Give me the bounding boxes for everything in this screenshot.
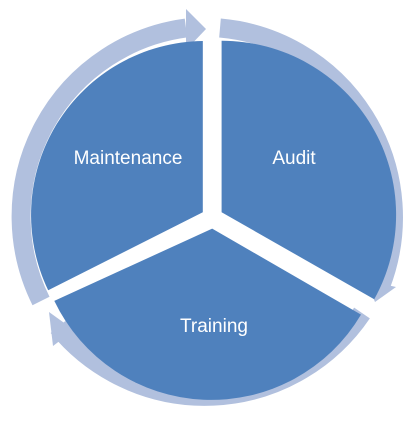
segment-label-training: Training xyxy=(180,316,248,337)
segment-label-audit: Audit xyxy=(272,148,316,169)
arrow-to-audit-icon xyxy=(186,9,206,50)
segment-label-maintenance: Maintenance xyxy=(74,148,183,169)
segment-maintenance xyxy=(31,41,203,291)
segment-audit xyxy=(221,40,397,300)
ring-arc-maintenance xyxy=(11,18,188,306)
arrow-to-maintenance-icon xyxy=(49,312,74,346)
segment-training xyxy=(54,228,362,400)
